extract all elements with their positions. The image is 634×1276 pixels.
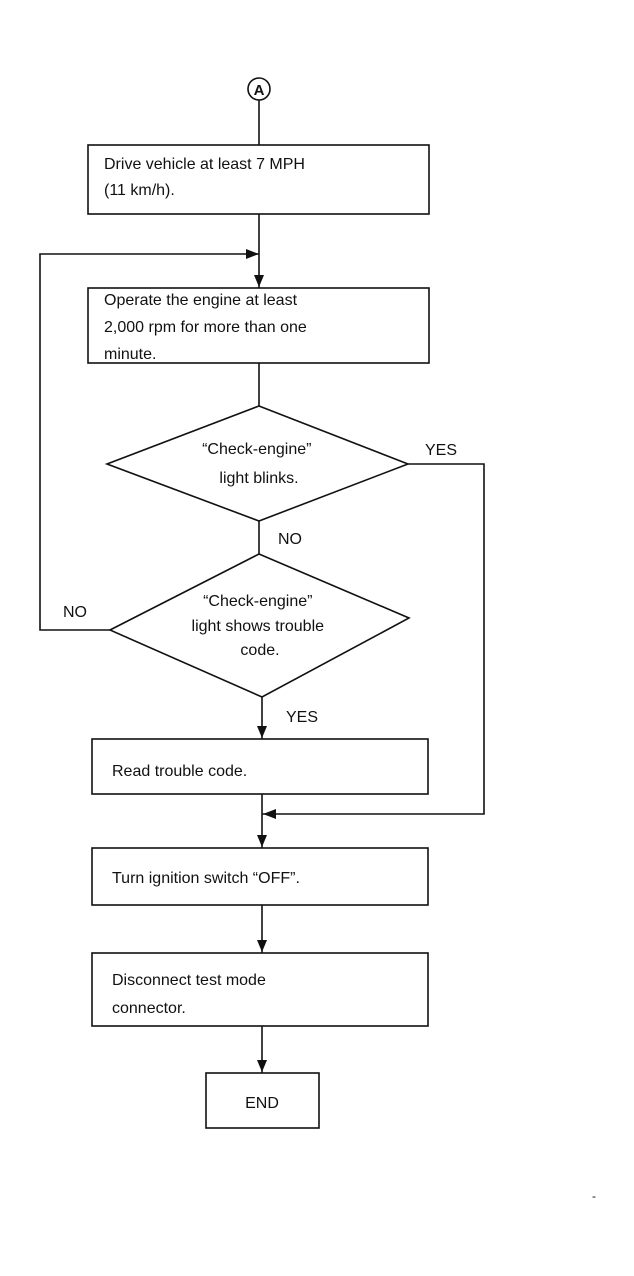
footer-mark: - — [592, 1189, 596, 1203]
label-blinks-yes: YES — [425, 442, 457, 459]
decision-blinks-diamond — [104, 405, 411, 522]
arrow-into-end — [257, 1060, 267, 1072]
arrow-into-operate — [254, 275, 264, 287]
step-disconnect-line-1: Disconnect test mode — [112, 972, 266, 989]
step-read-line-1: Read trouble code. — [112, 763, 247, 780]
step-operate-text: Operate the engine at least 2,000 rpm fo… — [104, 292, 311, 363]
decision-blinks-text: “Check-engine” light blinks. — [202, 441, 316, 487]
step-read-box — [91, 738, 429, 795]
arrow-loop-merge — [246, 249, 259, 259]
step-drive-box — [87, 144, 430, 215]
decision-code-line-2: light shows trouble — [192, 618, 325, 635]
arrow-yes-merge — [263, 809, 276, 819]
decision-blinks-line-1: “Check-engine” — [202, 441, 311, 458]
step-disconnect-line-2: connector. — [112, 1000, 186, 1017]
step-turnoff-text: Turn ignition switch “OFF”. — [112, 870, 300, 887]
blinks-yes-line — [262, 463, 485, 815]
loop-back-line — [39, 253, 259, 631]
step-drive-line-1: Drive vehicle at least 7 MPH — [104, 156, 305, 173]
end-box — [205, 1072, 320, 1129]
step-operate-line-3: minute. — [104, 346, 156, 363]
decision-blinks-line-2: light blinks. — [219, 470, 298, 487]
decision-code-text: “Check-engine” light shows trouble code. — [192, 593, 329, 659]
step-drive-line-2: (11 km/h). — [104, 182, 175, 199]
step-operate-box — [87, 287, 430, 364]
label-code-yes: YES — [286, 709, 318, 726]
connector-a-label: A — [254, 82, 265, 99]
label-code-no: NO — [63, 604, 87, 621]
label-blinks-no: NO — [278, 531, 302, 548]
arrow-into-read — [257, 726, 267, 738]
step-operate-line-2: 2,000 rpm for more than one — [104, 319, 307, 336]
step-turnoff-box — [91, 847, 429, 906]
step-drive-text: Drive vehicle at least 7 MPH (11 km/h). — [104, 156, 309, 199]
arrow-into-turnoff — [257, 835, 267, 847]
decision-code-line-1: “Check-engine” — [203, 593, 312, 610]
step-turnoff-line-1: Turn ignition switch “OFF”. — [112, 870, 300, 887]
decision-code-line-3: code. — [240, 642, 279, 659]
step-disconnect-text: Disconnect test mode connector. — [112, 972, 270, 1017]
step-read-text: Read trouble code. — [112, 763, 247, 780]
step-disconnect-box — [91, 952, 429, 1027]
end-text: END — [245, 1095, 279, 1112]
step-operate-line-1: Operate the engine at least — [104, 292, 298, 309]
arrow-into-disconnect — [257, 940, 267, 952]
